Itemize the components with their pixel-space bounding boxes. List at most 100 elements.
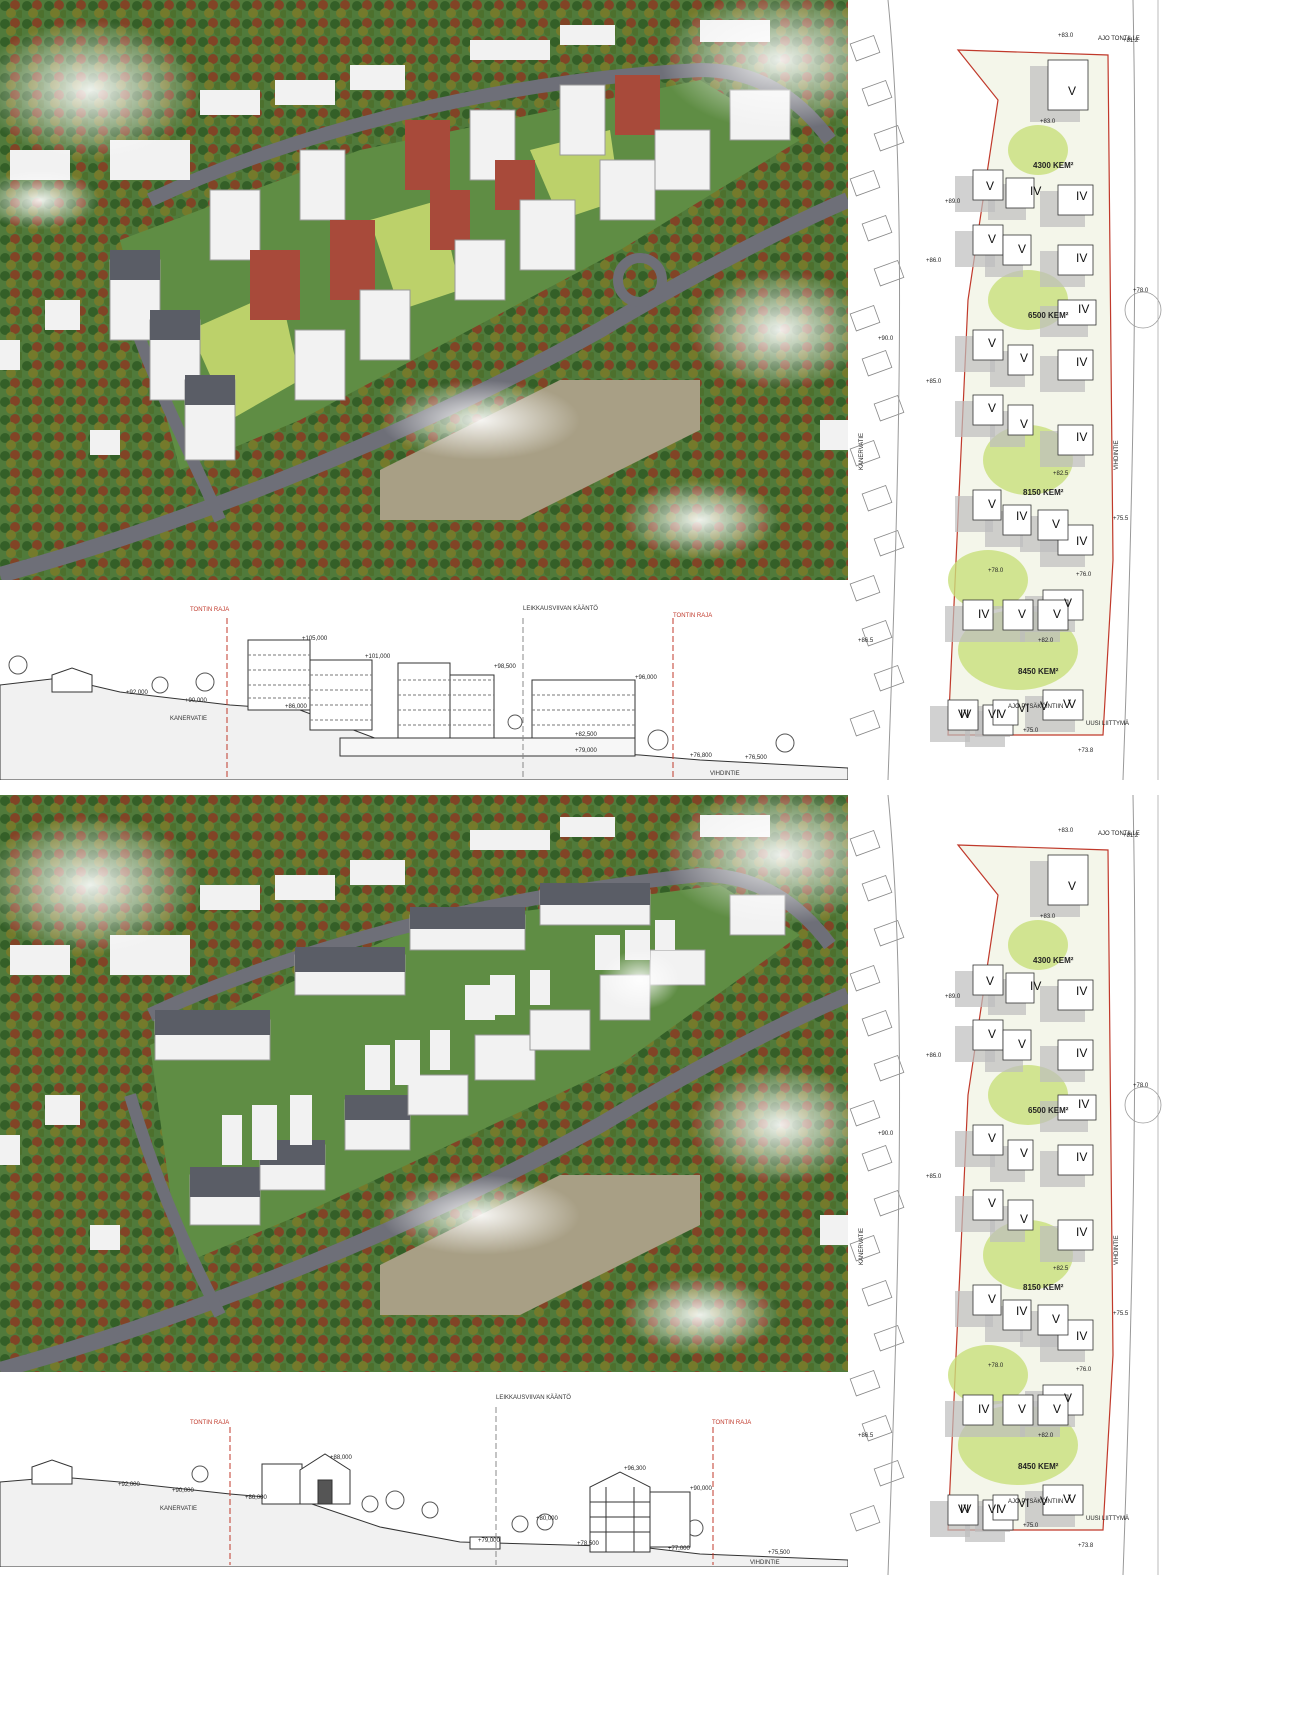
floor-count-label: IV — [1076, 1150, 1087, 1164]
floor-count-label: IV — [1076, 251, 1087, 265]
level-92: +92,000 — [126, 690, 149, 696]
drive-to-parking-label: AJO PYSÄKÖINTIIN — [1008, 703, 1063, 710]
floor-count-label: V — [988, 401, 996, 415]
b-level-77: +77,000 — [668, 1546, 691, 1552]
floor-count-label: V — [1064, 1391, 1072, 1405]
floor-count-label: V — [1068, 879, 1076, 893]
floor-count-label: IV — [1076, 355, 1087, 369]
elevation-label: +76.0 — [1076, 1367, 1092, 1373]
new-junction-label: UUSI LIITTYMÄ — [1086, 1515, 1129, 1522]
elevation-label: +85.0 — [926, 1174, 942, 1180]
elevation-label: +76.0 — [1076, 572, 1092, 578]
elevation-label: +89.0 — [945, 199, 961, 205]
level-79: +79,000 — [575, 748, 598, 754]
floor-count-label: V — [1018, 607, 1026, 621]
elevation-label: +89.0 — [945, 994, 961, 1000]
aerial-render-bottom — [0, 795, 848, 1372]
elevation-label: +82.0 — [1038, 638, 1054, 644]
elevation-label: +86.0 — [926, 258, 942, 264]
floor-count-label: IV — [978, 1402, 989, 1416]
elevation-label: +83.0 — [1040, 119, 1056, 125]
section-bottom-tontin-raja-right: TONTIN RAJA — [712, 1420, 751, 1426]
floor-count-label: V — [988, 1027, 996, 1041]
elevation-label: +78.0 — [1133, 1083, 1149, 1089]
level-86: +86,000 — [285, 704, 308, 710]
elevation-label: +86.5 — [858, 1433, 874, 1439]
section-drawing-top: TONTIN RAJA TONTIN RAJA LEIKKAUSVIIVAN K… — [0, 580, 848, 780]
b-level-96-3: +96,300 — [624, 1466, 647, 1472]
b-level-90-bldg: +90,000 — [690, 1486, 713, 1492]
section-top-vihdintie-label: VIHDINTIE — [710, 771, 740, 777]
gross-floor-area-label: 6500 KEM² — [1028, 1106, 1069, 1115]
floor-count-label: IV — [1076, 189, 1087, 203]
section-svg-bottom: TONTIN RAJA TONTIN RAJA LEIKKAUSVIIVAN K… — [0, 1394, 848, 1567]
elevation-label: +83.0 — [1058, 33, 1074, 39]
aerial-view-bottom — [0, 795, 848, 1372]
elevation-label: +75.5 — [1113, 516, 1129, 522]
plan-context-top — [849, 0, 1162, 780]
elevation-label: +90.0 — [878, 336, 894, 342]
level-82-5: +82,500 — [575, 732, 598, 738]
floor-count-label: IV — [1078, 1097, 1089, 1111]
elevation-label: +73.8 — [1078, 1543, 1094, 1549]
floor-count-label: V — [1020, 1212, 1028, 1226]
floor-count-label: IV — [1076, 534, 1087, 548]
road-kanervatie-label: KANERVATIE — [859, 433, 865, 470]
elevation-label: +85.0 — [926, 379, 942, 385]
floor-count-label: V — [1053, 607, 1061, 621]
section-bottom-vihdintie-label: VIHDINTIE — [750, 1560, 780, 1566]
gross-floor-area-label: 6500 KEM² — [1028, 311, 1069, 320]
floor-count-label: IV — [1076, 430, 1087, 444]
floor-count-label: V — [1040, 1494, 1048, 1508]
elevation-label: +78.0 — [988, 1363, 1004, 1369]
floor-count-label: V — [988, 1292, 996, 1306]
gross-floor-area-label: 8450 KEM² — [1018, 1462, 1059, 1471]
gross-floor-area-label: 8450 KEM² — [1018, 667, 1059, 676]
section-svg-top: TONTIN RAJA TONTIN RAJA LEIKKAUSVIIVAN K… — [0, 605, 848, 780]
elevation-label: +82.0 — [1038, 1433, 1054, 1439]
elevation-label: +75.0 — [1023, 728, 1039, 734]
gross-floor-area-label: 8150 KEM² — [1023, 1283, 1064, 1292]
floor-count-label: VI — [988, 1502, 999, 1516]
floor-count-label: VI — [958, 1502, 969, 1516]
section-drawing-bottom: TONTIN RAJA TONTIN RAJA LEIKKAUSVIIVAN K… — [0, 1382, 848, 1567]
b-level-92: +92,000 — [118, 1482, 141, 1488]
floor-count-label: VI — [1018, 1496, 1029, 1510]
floor-count-label: IV — [1030, 979, 1041, 993]
aerial-view-top — [0, 0, 848, 580]
floor-count-label: V — [986, 974, 994, 988]
floor-count-label: V — [988, 1131, 996, 1145]
section-buildings-bottom — [261, 1453, 691, 1553]
floor-count-label: VI — [1018, 701, 1029, 715]
floor-count-label: IV — [1076, 1225, 1087, 1239]
floor-count-label: V — [1068, 84, 1076, 98]
drive-to-parking-label: AJO PYSÄKÖINTIIN — [1008, 1498, 1063, 1505]
floor-count-label: V — [988, 1196, 996, 1210]
elevation-label: +82.5 — [1053, 471, 1069, 477]
section-top-kaanto-label: LEIKKAUSVIIVAN KÄÄNTÖ — [523, 605, 598, 612]
elevation-label: +75.5 — [1113, 1311, 1129, 1317]
road-kanervatie-label: KANERVATIE — [859, 1228, 865, 1265]
floor-count-label: V — [1052, 1312, 1060, 1326]
plan-buildings-bottom — [930, 854, 1097, 1542]
floor-count-label: V — [1020, 417, 1028, 431]
floor-count-label: IV — [1076, 1046, 1087, 1060]
elevation-label: +75.0 — [1023, 1523, 1039, 1529]
floor-count-label: IV — [1076, 1329, 1087, 1343]
floor-count-label: V — [988, 336, 996, 350]
level-90: +90,000 — [185, 698, 208, 704]
section-bottom-tontin-raja-left: TONTIN RAJA — [190, 1420, 229, 1426]
floor-count-label: V — [1018, 1037, 1026, 1051]
aerial-render-top — [0, 0, 848, 580]
elevation-label: +81.2 — [1123, 38, 1139, 44]
elevation-label: +78.0 — [988, 568, 1004, 574]
floor-count-label: V — [1040, 699, 1048, 713]
floor-count-label: V — [1052, 517, 1060, 531]
b-level-88: +88,000 — [330, 1455, 353, 1461]
b-level-86: +86,000 — [245, 1495, 268, 1501]
floor-count-label: IV — [1076, 984, 1087, 998]
floor-count-label: IV — [1078, 302, 1089, 316]
elevation-label: +86.0 — [926, 1053, 942, 1059]
